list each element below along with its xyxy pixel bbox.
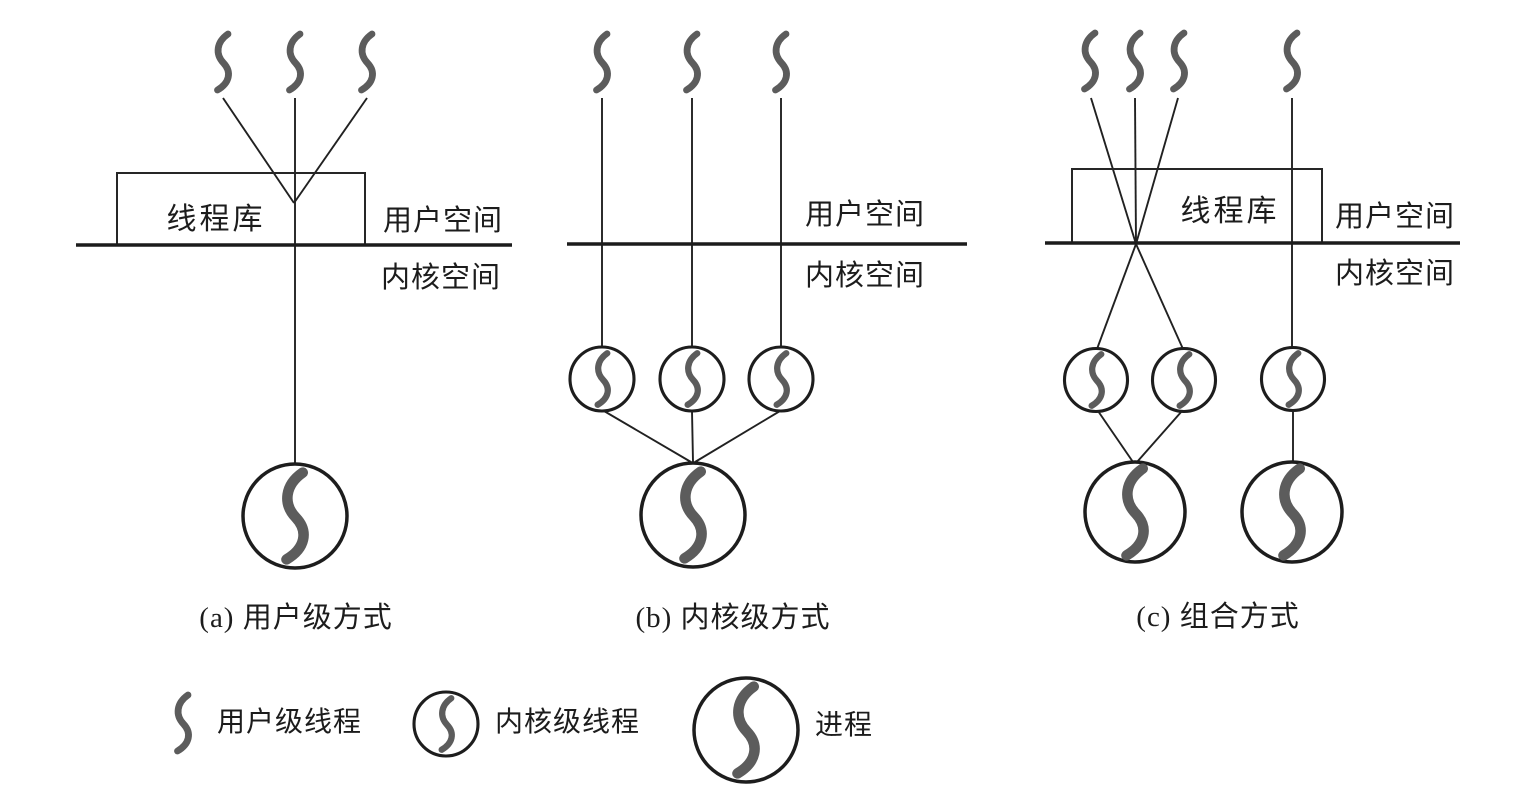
panel-combined: 线程库 用户空间 内核空间 (c) 组合方式 <box>1045 33 1460 633</box>
user-thread-icon <box>1130 33 1141 89</box>
user-thread-icon <box>362 34 373 90</box>
user-thread-icon <box>1174 33 1185 89</box>
mapping-line <box>1096 243 1137 350</box>
mapping-line <box>691 410 694 463</box>
user-thread-icon <box>687 34 698 90</box>
user-level-thread-icon <box>178 695 189 751</box>
user-thread-icon <box>1085 33 1096 89</box>
mapping-line <box>222 97 295 204</box>
user-thread-icon <box>597 34 608 90</box>
mapping-line <box>694 410 781 463</box>
mapping-line <box>1135 243 1184 350</box>
user-thread-icon <box>1287 33 1298 89</box>
mapping-line <box>293 97 368 204</box>
panel-caption: (b) 内核级方式 <box>635 601 830 634</box>
user-space-label: 用户空间 <box>805 198 925 231</box>
user-thread-icon <box>218 34 229 90</box>
panel-user-level: 线程库 用户空间 内核空间 (a) 用户级方式 <box>76 34 512 634</box>
thread-library-label: 线程库 <box>167 203 266 236</box>
legend-label: 进程 <box>815 710 873 741</box>
panel-kernel-level: 用户空间 内核空间 (b) 内核级方式 <box>567 34 967 634</box>
user-space-label: 用户空间 <box>1335 200 1455 233</box>
thread-library-label: 线程库 <box>1181 195 1280 228</box>
kernel-space-label: 内核空间 <box>805 259 925 292</box>
mapping-line <box>1134 97 1137 245</box>
mapping-line <box>1090 97 1137 245</box>
panel-caption: (a) 用户级方式 <box>199 601 392 634</box>
legend-label: 内核级线程 <box>495 706 640 738</box>
mapping-line <box>1136 410 1183 463</box>
panel-caption: (c) 组合方式 <box>1136 600 1299 633</box>
mapping-line <box>1097 410 1134 463</box>
user-space-label: 用户空间 <box>383 204 503 237</box>
legend: 用户级线程 内核级线程 进程 <box>178 676 873 784</box>
user-thread-icon <box>290 34 301 90</box>
user-thread-icon <box>776 34 787 90</box>
legend-label: 用户级线程 <box>217 706 362 738</box>
kernel-space-label: 内核空间 <box>1335 257 1455 290</box>
kernel-space-label: 内核空间 <box>381 261 501 294</box>
mapping-line <box>603 410 692 463</box>
mapping-line <box>1135 97 1179 245</box>
